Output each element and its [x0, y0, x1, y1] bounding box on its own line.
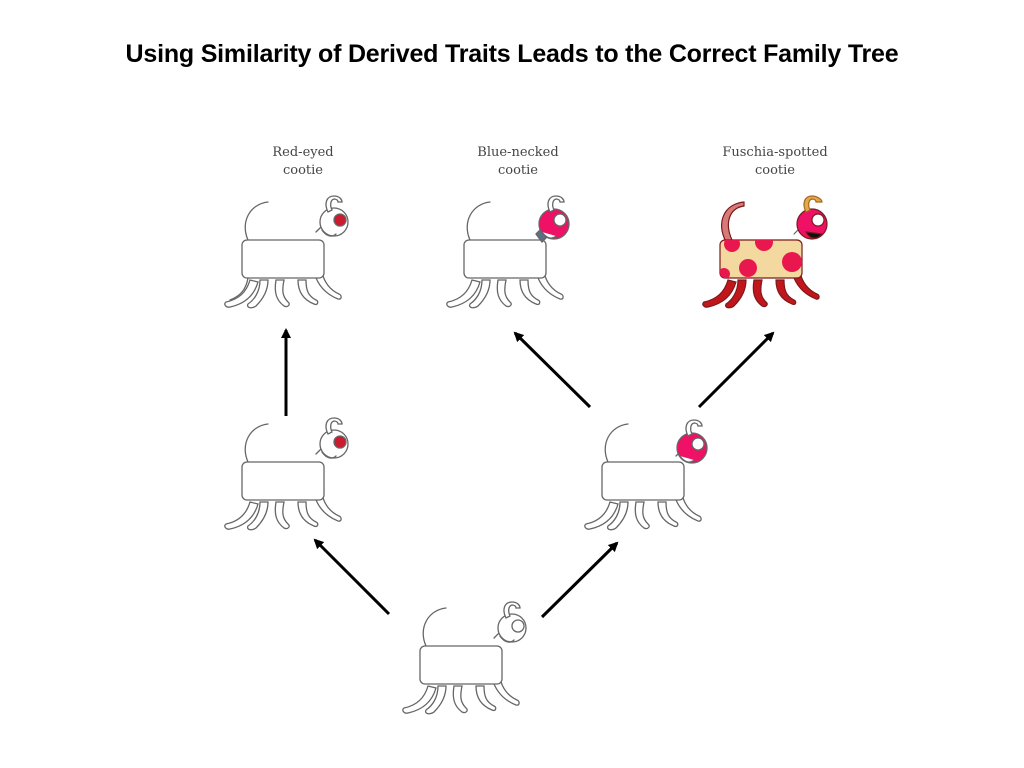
label-fuschia-spotted-line1: Fuschia-spotted — [722, 145, 828, 160]
arrow-icon — [540, 541, 619, 619]
red-eyed-ancestor-cootie-icon — [224, 417, 349, 531]
plain-cootie-icon — [402, 601, 527, 715]
slide-title: Using Similarity of Derived Traits Leads… — [125, 40, 899, 68]
fuchsia-head-ancestor-cootie-icon — [584, 419, 708, 531]
label-fuschia-spotted-line2: cootie — [754, 163, 795, 178]
arrow-icon — [313, 538, 391, 616]
label-blue-necked: Blue-necked cootie — [438, 144, 598, 180]
red-eyed-cootie-icon — [224, 195, 349, 309]
label-red-eyed-line2: cootie — [282, 163, 323, 178]
blue-necked-cootie-icon — [446, 195, 570, 309]
label-blue-necked-line2: cootie — [497, 163, 538, 178]
label-red-eyed: Red-eyed cootie — [223, 144, 383, 180]
fuschia-spotted-cootie-icon — [702, 195, 828, 309]
label-fuschia-spotted: Fuschia-spotted cootie — [695, 144, 855, 180]
arrow-icon — [513, 331, 592, 409]
label-blue-necked-line1: Blue-necked — [477, 145, 559, 160]
arrow-icon — [697, 331, 775, 409]
label-red-eyed-line1: Red-eyed — [272, 145, 334, 160]
